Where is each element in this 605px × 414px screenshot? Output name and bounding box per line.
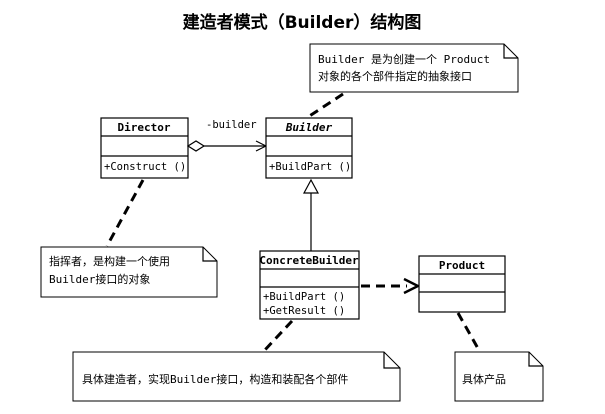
product-class-name: Product [439, 259, 485, 272]
director-operation-construct: +Construct () [104, 161, 186, 173]
director-note-connector [105, 179, 145, 247]
builder-note-line-2: 对象的各个部件指定的抽象接口 [318, 69, 472, 83]
generalization-arrow [302, 178, 320, 251]
director-class-name: Director [118, 121, 171, 134]
builder-note-connector [307, 92, 344, 119]
concrete-builder-operation-getresult: +GetResult () [263, 305, 345, 317]
director-note: 指挥者，是构建一个使用 Builder接口的对象 [40, 246, 218, 298]
concrete-builder-operation-buildpart: +BuildPart () [263, 291, 345, 303]
director-note-line-2: Builder接口的对象 [49, 272, 150, 286]
product-note-connector [456, 312, 482, 353]
association-label: -builder [206, 119, 257, 131]
dependency-arrowhead [403, 277, 421, 295]
director-builder-aggregation: -builder [186, 119, 266, 152]
concrete-builder-note: 具体建造者，实现Builder接口，构造和装配各个部件 [72, 351, 401, 402]
concrete-builder-note-connector [261, 319, 294, 354]
builder-operation-buildpart: +BuildPart () [269, 161, 351, 173]
product-note-line-1: 具体产品 [462, 372, 506, 386]
diagram-title: 建造者模式（Builder）结构图 [183, 12, 422, 33]
concrete-builder-note-line-1: 具体建造者，实现Builder接口，构造和装配各个部件 [82, 372, 348, 386]
director-note-line-1: 指挥者，是构建一个使用 [49, 254, 170, 268]
director-class[interactable]: Director +Construct () [100, 117, 189, 179]
product-note: 具体产品 [454, 351, 544, 402]
builder-class[interactable]: Builder +BuildPart () [265, 117, 353, 179]
builder-note-line-1: Builder 是为创建一个 Product [318, 52, 490, 66]
builder-note: Builder 是为创建一个 Product 对象的各个部件指定的抽象接口 [309, 43, 519, 93]
builder-class-name: Builder [285, 121, 333, 134]
product-class[interactable]: Product [418, 255, 506, 313]
concrete-builder-class-name: ConcreteBuilder [259, 254, 359, 267]
concrete-builder-class[interactable]: ConcreteBuilder +BuildPart () +GetResult… [259, 250, 360, 320]
